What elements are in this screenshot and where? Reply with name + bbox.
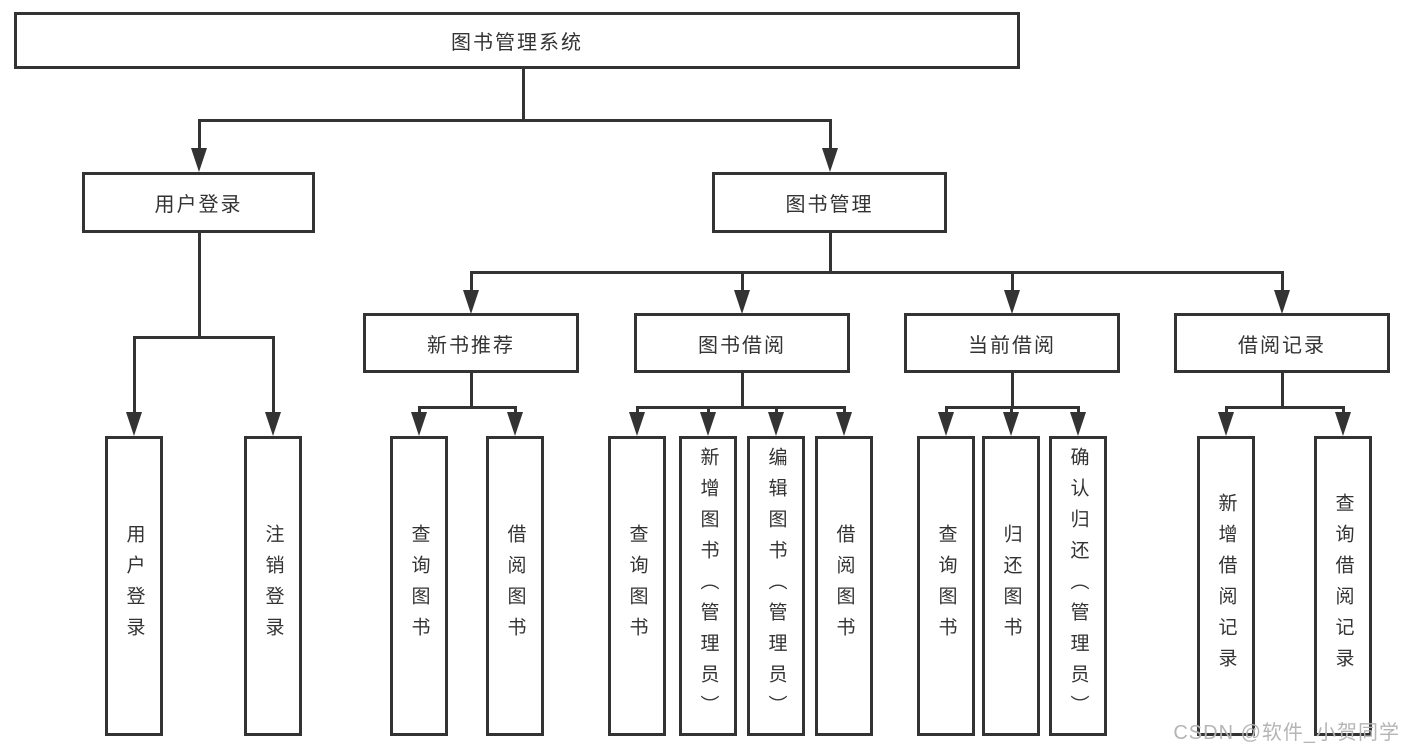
connector-line-h: [133, 336, 275, 339]
leaf-user-login: 用户登录: [105, 436, 163, 736]
leaf-label: 注销登录: [262, 524, 284, 648]
node-label: 图书管理: [785, 194, 874, 216]
arrow-down-icon: [265, 412, 281, 436]
csdn-watermark: CSDN @软件_小贺同学: [1173, 722, 1400, 744]
leaf-label: 归还图书: [1000, 524, 1022, 648]
connector-line-v: [522, 67, 525, 122]
arrow-down-icon: [836, 412, 852, 436]
leaf-label: 借阅图书: [833, 524, 855, 648]
arrow-down-icon: [1274, 290, 1290, 314]
connector-line-h: [636, 406, 846, 409]
connector-line-v: [1281, 271, 1284, 292]
arrow-down-icon: [734, 290, 750, 314]
node-book-borrowing: 图书借阅: [634, 313, 850, 373]
connector-line-v: [198, 119, 201, 152]
node-label: 新书推荐: [427, 334, 515, 357]
connector-line-h: [470, 271, 1283, 274]
node-label: 图书借阅: [698, 334, 786, 357]
node-current-borrowing: 当前借阅: [904, 313, 1120, 373]
connector-line-v: [198, 231, 201, 339]
arrow-down-icon: [938, 412, 954, 436]
connector-line-v: [1011, 271, 1014, 292]
connector-line-v: [1281, 371, 1284, 409]
node-label: 图书管理系统: [451, 32, 583, 54]
leaf-edit-book-admin: 编辑图书（管理员）: [747, 436, 805, 736]
connector-line-v: [707, 406, 710, 416]
arrow-down-icon: [700, 412, 716, 436]
leaf-label: 编辑图书（管理员）: [765, 446, 787, 726]
connector-line-v: [1225, 406, 1228, 416]
connector-line-v: [418, 406, 421, 416]
leaf-return-books: 归还图书: [982, 436, 1040, 736]
connector-line-v: [133, 336, 136, 418]
arrow-down-icon: [768, 412, 784, 436]
node-book-management: 图书管理: [712, 172, 947, 233]
arrow-down-icon: [1070, 412, 1086, 436]
leaf-label: 新增借阅记录: [1215, 493, 1237, 679]
connector-line-v: [829, 231, 832, 274]
leaf-query-books-borrowing: 查询图书: [608, 436, 666, 736]
connector-line-v: [1342, 406, 1345, 416]
connector-line-v: [741, 371, 744, 409]
arrow-down-icon: [191, 148, 207, 172]
arrow-down-icon: [1004, 290, 1020, 314]
connector-line-v: [741, 271, 744, 292]
leaf-label: 用户登录: [123, 524, 145, 648]
node-borrowing-records: 借阅记录: [1174, 313, 1390, 373]
node-user-login: 用户登录: [82, 172, 315, 233]
connector-line-v: [514, 406, 517, 416]
arrow-down-icon: [629, 412, 645, 436]
arrow-down-icon: [507, 412, 523, 436]
leaf-query-books-recommend: 查询图书: [390, 436, 448, 736]
arrow-down-icon: [463, 290, 479, 314]
connector-line-v: [636, 406, 639, 416]
connector-line-v: [1010, 406, 1013, 416]
leaf-logout: 注销登录: [244, 436, 302, 736]
arrow-down-icon: [1003, 412, 1019, 436]
connector-line-h: [198, 119, 831, 122]
connector-line-v: [945, 406, 948, 416]
leaf-label: 查询图书: [408, 524, 430, 648]
leaf-label: 确认归还（管理员）: [1067, 446, 1089, 726]
leaf-borrow-books-borrowing: 借阅图书: [815, 436, 873, 736]
leaf-label: 借阅图书: [504, 524, 526, 648]
connector-line-v: [470, 271, 473, 292]
leaf-confirm-return-admin: 确认归还（管理员）: [1049, 436, 1107, 736]
leaf-borrow-books-recommend: 借阅图书: [486, 436, 544, 736]
leaf-label: 查询借阅记录: [1332, 493, 1354, 679]
node-label: 借阅记录: [1238, 334, 1326, 357]
node-label: 当前借阅: [968, 334, 1056, 357]
connector-line-h: [1225, 406, 1345, 409]
leaf-label: 新增图书（管理员）: [697, 446, 719, 726]
connector-line-v: [775, 406, 778, 416]
leaf-query-books-current: 查询图书: [917, 436, 975, 736]
node-library-management-system: 图书管理系统: [14, 12, 1020, 69]
connector-line-v: [470, 371, 473, 409]
leaf-query-borrow-record: 查询借阅记录: [1314, 436, 1372, 736]
arrow-down-icon: [1218, 412, 1234, 436]
connector-line-h: [418, 406, 517, 409]
node-new-book-recommendation: 新书推荐: [363, 313, 579, 373]
connector-line-v: [272, 336, 275, 418]
leaf-label: 查询图书: [935, 524, 957, 648]
connector-line-v: [1011, 371, 1014, 409]
arrow-down-icon: [1335, 412, 1351, 436]
leaf-add-book-admin: 新增图书（管理员）: [679, 436, 737, 736]
leaf-label: 查询图书: [626, 524, 648, 648]
arrow-down-icon: [822, 148, 838, 172]
connector-line-v: [829, 119, 832, 152]
arrow-down-icon: [411, 412, 427, 436]
arrow-down-icon: [126, 412, 142, 436]
node-label: 用户登录: [154, 194, 243, 216]
leaf-add-borrow-record: 新增借阅记录: [1197, 436, 1255, 736]
connector-line-v: [843, 406, 846, 416]
connector-line-v: [1077, 406, 1080, 416]
